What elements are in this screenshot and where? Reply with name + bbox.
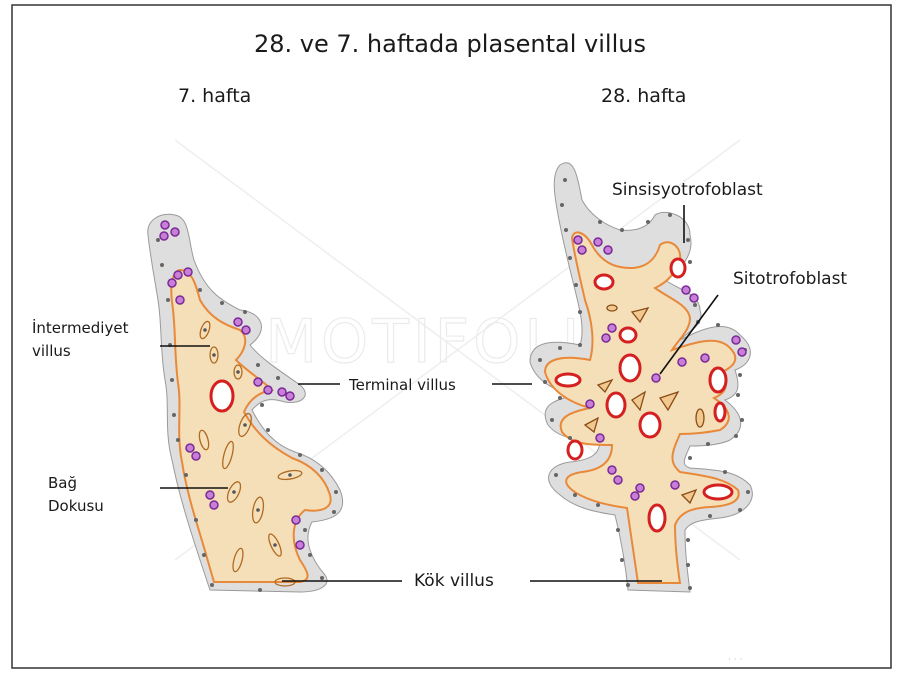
label-bag-line2: Dokusu xyxy=(48,495,104,518)
villus-week28 xyxy=(530,163,752,592)
label-intermediyet-villus: İntermediyet villus xyxy=(32,317,128,363)
label-terminal-villus: Terminal villus xyxy=(349,374,456,397)
panel-label-week7: 7. hafta xyxy=(178,85,251,107)
label-bag-line1: Bağ xyxy=(48,472,104,495)
footer-mark: · · · xyxy=(728,655,742,665)
capillary xyxy=(211,381,233,411)
label-intermediyet-line1: İntermediyet xyxy=(32,317,128,340)
label-sinsisyotrofoblast: Sinsisyotrofoblast xyxy=(612,180,763,200)
label-kok-villus: Kök villus xyxy=(414,571,494,591)
label-intermediyet-line2: villus xyxy=(32,340,128,363)
villus-week7 xyxy=(148,214,343,592)
label-bag-dokusu: Bağ Dokusu xyxy=(48,472,104,518)
label-sitotrofoblast: Sitotrofoblast xyxy=(733,269,847,289)
figure-title: 28. ve 7. haftada plasental villus xyxy=(0,30,900,58)
panel-label-week28: 28. hafta xyxy=(601,85,686,107)
